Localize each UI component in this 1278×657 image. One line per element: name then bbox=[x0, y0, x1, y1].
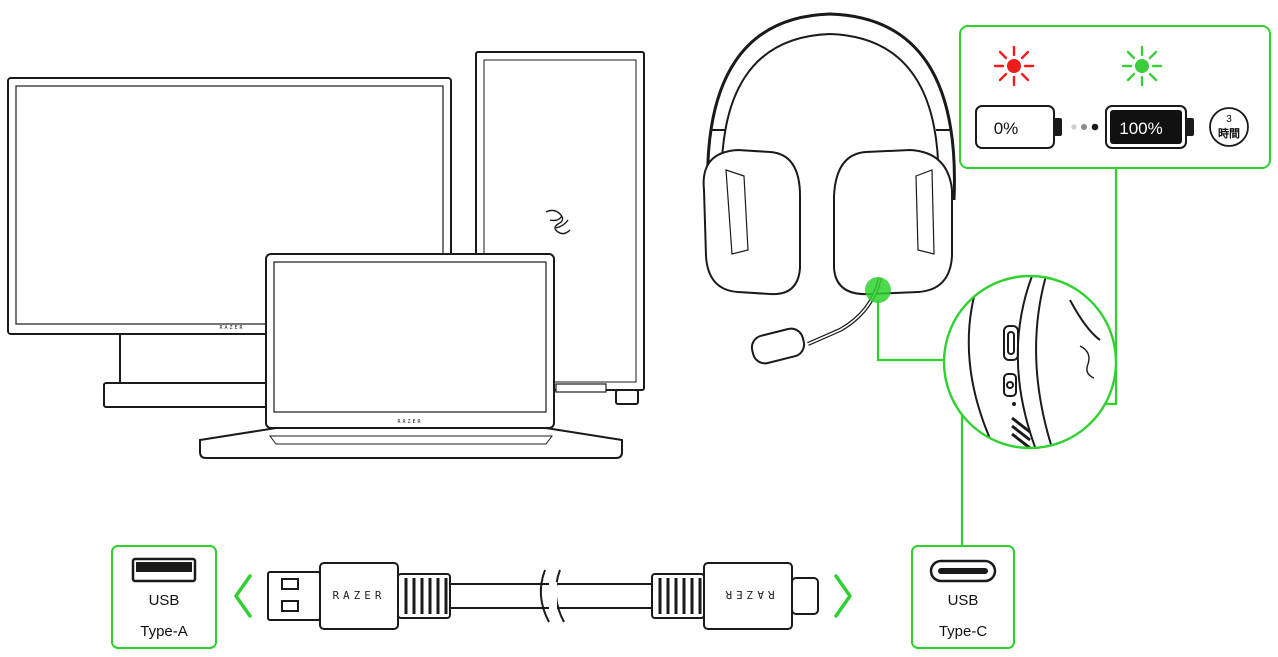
charge-time-number: 3 bbox=[1226, 114, 1232, 125]
razer-logo-icon bbox=[545, 209, 571, 235]
monitor-brand: RAZER bbox=[219, 325, 244, 331]
port-closeup bbox=[942, 274, 1118, 450]
green-led-icon bbox=[1121, 45, 1163, 87]
usb-type-c-line1: USB bbox=[948, 592, 979, 609]
usb-type-c-line2: Type-C bbox=[939, 623, 988, 640]
laptop-brand: RAZER bbox=[397, 419, 422, 425]
usb-port-highlight bbox=[865, 277, 891, 303]
battery-full-icon bbox=[1105, 105, 1194, 149]
usb-type-c-icon bbox=[929, 559, 997, 583]
cable-brand-right: RAZER bbox=[721, 588, 774, 601]
usb-cable bbox=[267, 562, 819, 630]
headset bbox=[702, 12, 956, 365]
battery-empty-label: 0% bbox=[994, 119, 1019, 138]
charge-time-unit: 時間 bbox=[1218, 126, 1240, 140]
usb-type-a-line2: Type-A bbox=[140, 623, 188, 640]
chevron-left-icon bbox=[234, 574, 252, 618]
red-led-icon bbox=[993, 45, 1035, 87]
charging-progress-dots bbox=[1071, 123, 1099, 131]
battery-full-label: 100% bbox=[1119, 119, 1162, 138]
chevron-right-icon bbox=[834, 574, 852, 618]
usb-type-a-line1: USB bbox=[149, 592, 180, 609]
charge-time-badge bbox=[1209, 107, 1249, 147]
usb-type-a-icon bbox=[131, 557, 197, 583]
laptop bbox=[199, 253, 623, 459]
cable-brand-left: RAZER bbox=[332, 589, 385, 602]
battery-empty-icon bbox=[975, 105, 1062, 149]
